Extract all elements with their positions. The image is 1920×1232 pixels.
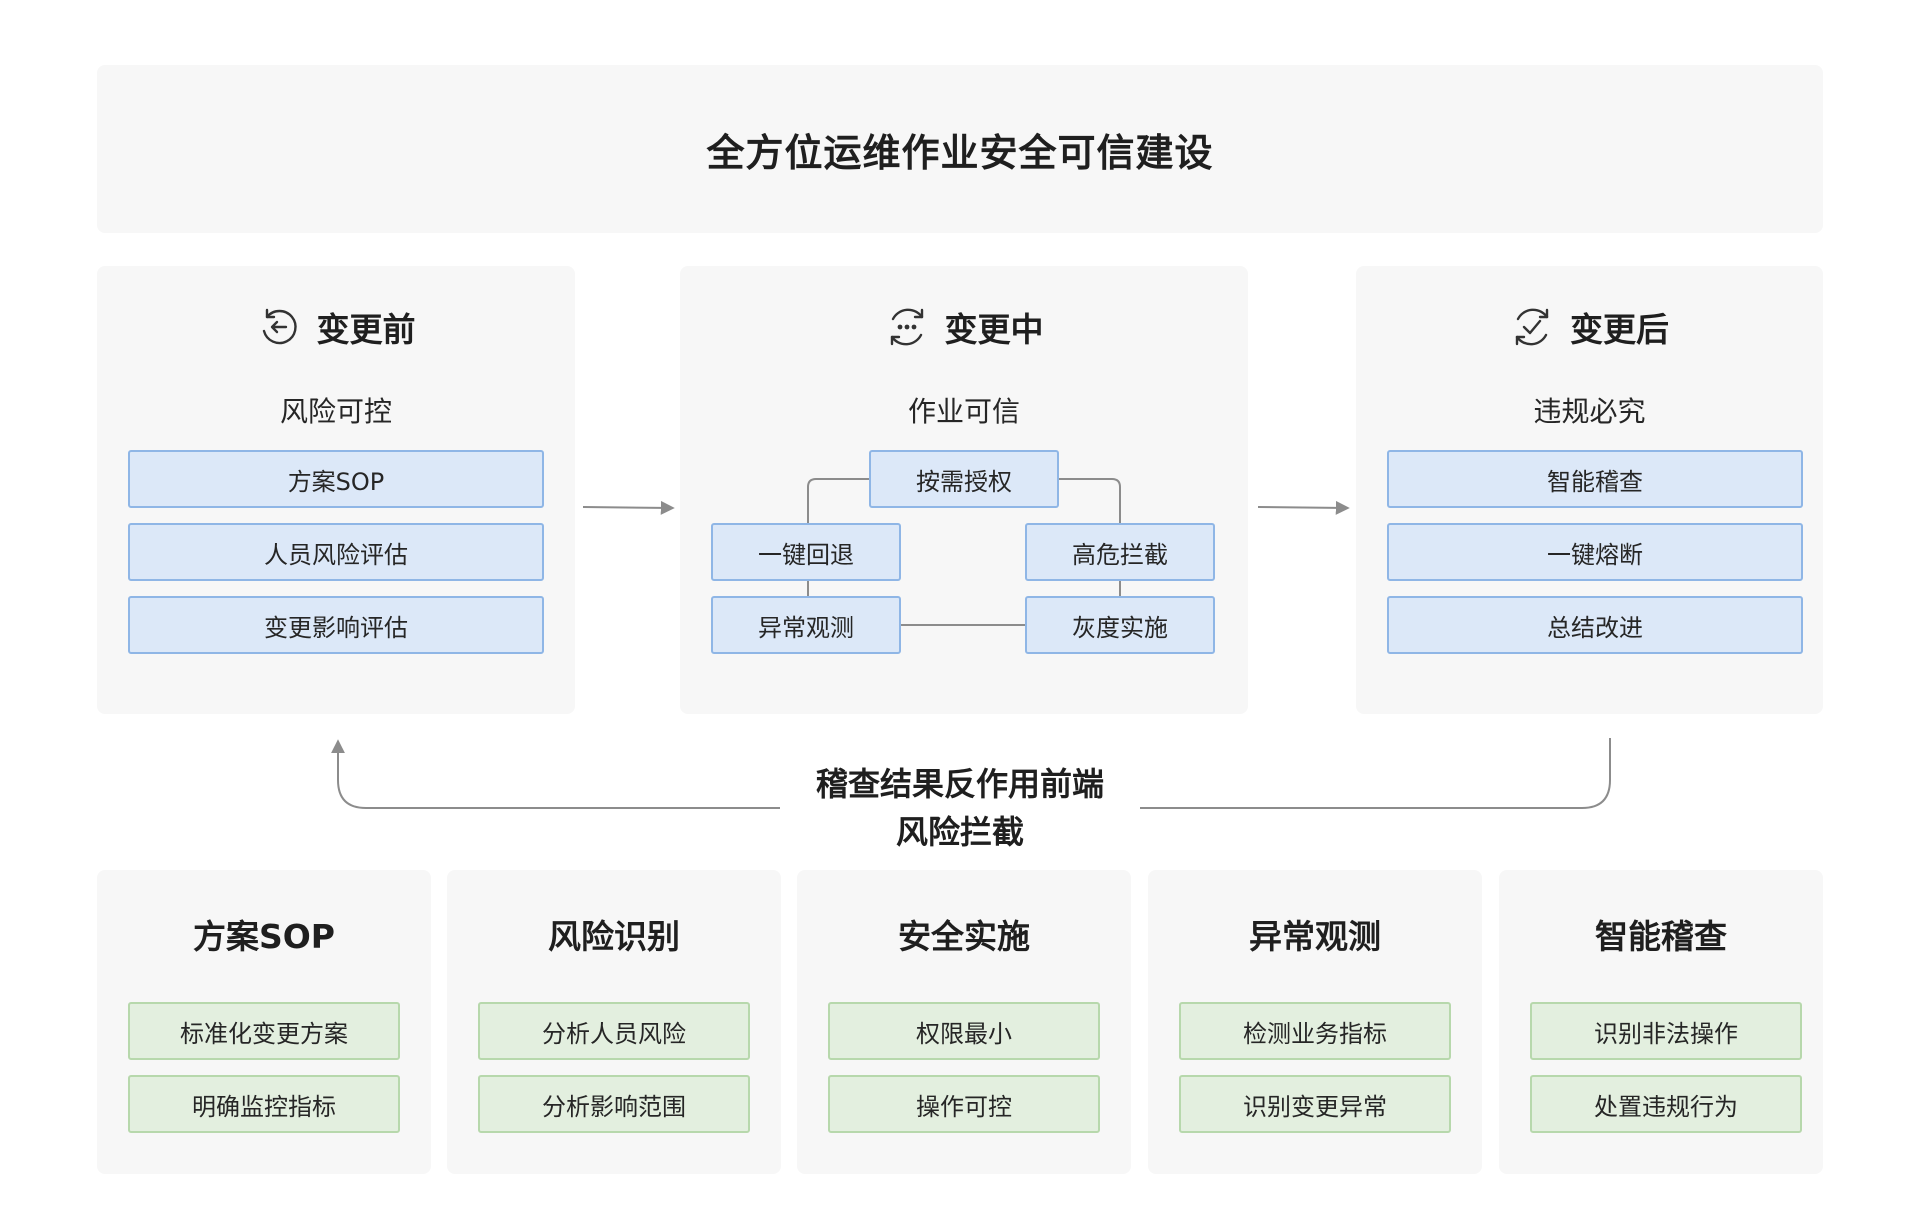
stage-after-panel: 变更后 违规必究 智能稽查 一键熔断 总结改进 <box>1356 266 1823 714</box>
stage-before-header: 变更前 <box>97 302 575 352</box>
stage-during-item-observe: 异常观测 <box>711 596 901 654</box>
capability-item: 检测业务指标 <box>1179 1002 1451 1060</box>
stage-during-item-gray-release: 灰度实施 <box>1025 596 1215 654</box>
stage-during-item-rollback: 一键回退 <box>711 523 901 581</box>
stage-during-header: 变更中 <box>680 302 1248 352</box>
capability-item: 操作可控 <box>828 1075 1100 1133</box>
capability-item: 识别非法操作 <box>1530 1002 1802 1060</box>
stage-before-title: 变更前 <box>316 310 416 349</box>
stage-before-panel: 变更前 风险可控 方案SOP 人员风险评估 变更影响评估 <box>97 266 575 714</box>
stage-after-title: 变更后 <box>1570 310 1669 349</box>
capability-title: 风险识别 <box>548 917 680 956</box>
rotate-left-arrow-icon <box>262 308 297 345</box>
capability-card-smart-audit: 智能稽查 识别非法操作 处置违规行为 <box>1499 870 1823 1174</box>
stage-before-item: 方案SOP <box>128 450 544 508</box>
capability-item: 标准化变更方案 <box>128 1002 400 1060</box>
capability-item: 处置违规行为 <box>1530 1075 1802 1133</box>
capability-item: 分析影响范围 <box>478 1075 750 1133</box>
stage-during-item-authorize: 按需授权 <box>869 450 1059 508</box>
capability-title: 智能稽查 <box>1595 917 1727 956</box>
flow-arrow-before-to-during <box>582 500 675 515</box>
capability-card-anomaly-observe: 异常观测 检测业务指标 识别变更异常 <box>1148 870 1482 1174</box>
capability-item: 明确监控指标 <box>128 1075 400 1133</box>
stage-after-header: 变更后 <box>1356 302 1823 352</box>
feedback-label-line1: 稽查结果反作用前端 <box>780 760 1140 808</box>
page-title: 全方位运维作业安全可信建设 <box>706 130 1214 175</box>
capability-item: 分析人员风险 <box>478 1002 750 1060</box>
stage-before-item: 变更影响评估 <box>128 596 544 654</box>
stage-during-panel: 变更中 作业可信 按需授权 一键回退 高危拦截 异常观测 灰度实施 <box>680 266 1248 714</box>
stage-during-item-block: 高危拦截 <box>1025 523 1215 581</box>
capability-item: 权限最小 <box>828 1002 1100 1060</box>
stage-before-item: 人员风险评估 <box>128 523 544 581</box>
stage-during-subtitle: 作业可信 <box>907 395 1020 428</box>
stage-after-subtitle: 违规必究 <box>1533 395 1646 428</box>
stage-after-item: 总结改进 <box>1387 596 1803 654</box>
capability-title: 安全实施 <box>898 917 1030 956</box>
ellipsis-cycle-icon <box>890 308 923 346</box>
stage-during-title: 变更中 <box>944 310 1044 349</box>
capability-card-risk-identify: 风险识别 分析人员风险 分析影响范围 <box>447 870 781 1174</box>
flow-arrow-during-to-after <box>1257 500 1350 515</box>
stage-after-item: 智能稽查 <box>1387 450 1803 508</box>
capability-card-sop: 方案SOP 标准化变更方案 明确监控指标 <box>97 870 431 1174</box>
stage-before-subtitle: 风险可控 <box>279 395 392 428</box>
capability-card-safe-implement: 安全实施 权限最小 操作可控 <box>797 870 1131 1174</box>
capability-title: 异常观测 <box>1249 917 1381 956</box>
stage-after-item: 一键熔断 <box>1387 523 1803 581</box>
check-cycle-icon <box>1515 308 1549 346</box>
feedback-label-line2: 风险拦截 <box>780 808 1140 856</box>
capability-item: 识别变更异常 <box>1179 1075 1451 1133</box>
title-banner: 全方位运维作业安全可信建设 <box>97 65 1823 233</box>
capability-title: 方案SOP <box>192 917 335 956</box>
